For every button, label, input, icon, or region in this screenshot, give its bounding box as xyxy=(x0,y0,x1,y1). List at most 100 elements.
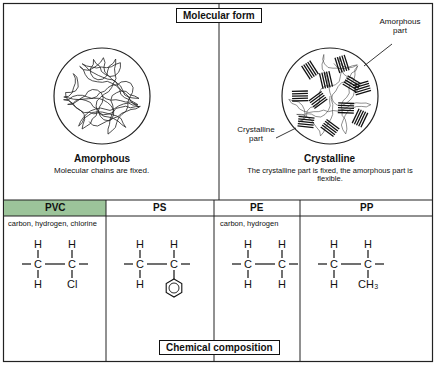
crystal-lamella xyxy=(344,55,349,70)
atom-symbol: H xyxy=(136,238,144,250)
crystal-lamella xyxy=(338,105,354,107)
column-header: PS xyxy=(153,202,166,213)
crystal-lamella xyxy=(337,57,342,72)
crystal-lamella xyxy=(352,109,359,123)
element-list: carbon, hydrogen, chlorine xyxy=(8,220,97,228)
bond-line xyxy=(37,270,38,278)
element-list: carbon, hydrogen xyxy=(220,220,278,228)
column-header: PP xyxy=(360,202,373,213)
bond-line xyxy=(139,250,140,258)
crystal-lamella xyxy=(292,95,308,97)
atom-symbol: Cl xyxy=(67,278,77,290)
column-line xyxy=(300,200,301,362)
crystal-lamella xyxy=(292,93,308,95)
crystal-lamella xyxy=(335,58,340,73)
bond-line xyxy=(247,270,248,278)
form-name: Crystalline xyxy=(304,153,355,164)
atom-symbol: C xyxy=(278,258,286,270)
atom-symbol: H xyxy=(244,278,252,290)
bond-line xyxy=(124,263,133,264)
column-header: PVC xyxy=(45,202,66,213)
crystal-lamella xyxy=(338,102,354,104)
title-box: Chemical composition xyxy=(159,340,280,355)
bond-line xyxy=(181,263,190,264)
atom-symbol: C xyxy=(364,258,372,270)
crystal-lamella xyxy=(338,109,354,111)
callout-label: Amorphous part xyxy=(378,18,422,36)
bond-line xyxy=(289,263,298,264)
bond-line xyxy=(341,263,361,264)
form-name: Amorphous xyxy=(74,153,130,164)
crystal-lamella xyxy=(338,112,354,114)
pvc-header-fill xyxy=(4,200,106,216)
crystalline-chains xyxy=(289,55,371,137)
benzene-ring xyxy=(166,279,182,297)
amorphous-chains xyxy=(64,58,141,134)
callout-label: Crystalline part xyxy=(231,126,281,144)
atom-symbol: C xyxy=(330,258,338,270)
crystal-lamella xyxy=(292,100,308,102)
crystal-lamella xyxy=(302,66,311,79)
bond-line xyxy=(173,270,174,279)
bond-line xyxy=(281,250,282,258)
bond-line xyxy=(173,250,174,258)
row-line xyxy=(4,216,433,217)
crystalline-circle xyxy=(282,48,378,144)
crystal-lamella xyxy=(292,90,308,92)
atom-symbol: CH₃ xyxy=(358,278,378,290)
polymer-chain xyxy=(289,55,371,136)
bond-line xyxy=(318,263,327,264)
bond-line xyxy=(333,250,334,258)
atom-symbol: C xyxy=(34,258,42,270)
bond-line xyxy=(247,250,248,258)
atom-symbol: H xyxy=(68,238,76,250)
atom-symbol: C xyxy=(68,258,76,270)
column-line xyxy=(214,200,215,362)
crystal-lamella xyxy=(299,116,315,118)
bond-line xyxy=(71,250,72,258)
bond-line xyxy=(79,263,88,264)
crystal-lamella xyxy=(356,90,371,95)
crystal-lamella xyxy=(342,56,347,71)
atom-symbol: H xyxy=(364,238,372,250)
bond-line xyxy=(255,263,275,264)
bond-line xyxy=(71,270,72,278)
box-title: Chemical composition xyxy=(166,342,273,353)
crystal-lamella xyxy=(343,84,357,92)
crystal-lamella xyxy=(298,119,314,121)
bond-line xyxy=(37,250,38,258)
atom-symbol: H xyxy=(278,238,286,250)
bond-line xyxy=(281,270,282,278)
atom-symbol: H xyxy=(278,278,286,290)
benzene-ring xyxy=(169,283,179,293)
column-line xyxy=(106,200,107,362)
crystal-lamella xyxy=(340,56,345,71)
bond-line xyxy=(45,263,65,264)
atom-symbol: H xyxy=(330,278,338,290)
title-box: Molecular form xyxy=(176,8,262,23)
amorphous-circle xyxy=(54,48,150,144)
atom-symbol: C xyxy=(136,258,144,270)
bond-line xyxy=(22,263,31,264)
atom-symbol: H xyxy=(244,238,252,250)
crystal-lamella xyxy=(298,126,314,128)
leader-line xyxy=(276,128,296,138)
atom-symbol: H xyxy=(34,238,42,250)
crystal-lamella xyxy=(338,107,354,109)
atom-symbol: H xyxy=(170,238,178,250)
polymer-chain xyxy=(64,58,141,134)
crystal-lamella xyxy=(298,124,314,126)
box-title: Molecular form xyxy=(183,10,255,21)
column-header: PE xyxy=(250,202,263,213)
atom-symbol: H xyxy=(34,278,42,290)
bond-line xyxy=(147,263,167,264)
crystal-lamella xyxy=(292,98,308,100)
crystal-lamella xyxy=(321,127,334,137)
bond-line xyxy=(367,270,368,278)
crystal-lamella xyxy=(309,91,322,101)
bond-line xyxy=(375,263,384,264)
outer-frame xyxy=(4,4,433,362)
structural-formulas xyxy=(22,250,384,297)
crystal-lamella xyxy=(298,121,314,123)
